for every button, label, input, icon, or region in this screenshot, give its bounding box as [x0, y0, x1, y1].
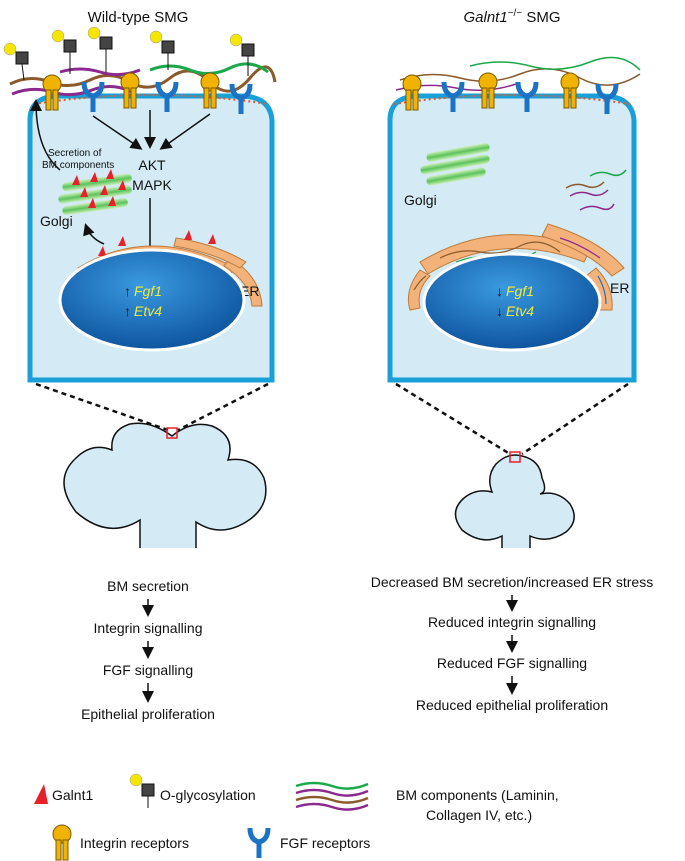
left-fgf-receptors [81, 81, 253, 114]
legend-bm-label-1: BM components (Laminin, [396, 787, 559, 803]
left-gene1-arrow: ↑ [124, 283, 131, 299]
left-gene2-arrow: ↑ [124, 303, 131, 319]
right-integrin-receptors [402, 72, 580, 111]
akt-label: AKT [138, 157, 166, 173]
secretion-label-2: BM components [42, 160, 114, 171]
left-gene1: Fgf1 [134, 283, 162, 299]
right-er-label: ER [610, 280, 629, 296]
right-gene1-arrow: ↓ [496, 283, 503, 299]
legend-o-glycosylation-icon [129, 773, 155, 808]
right-gene2-arrow: ↓ [496, 303, 503, 319]
left-golgi-galnt1 [72, 169, 126, 208]
right-flow-3: Reduced FGF signalling [437, 655, 587, 671]
right-golgi [420, 143, 490, 186]
right-flow-2: Reduced integrin signalling [428, 614, 596, 630]
mapk-label: MAPK [132, 177, 172, 193]
right-gene1: Fgf1 [506, 283, 534, 299]
left-integrin-receptors [42, 72, 220, 111]
left-er-galnt1 [98, 230, 216, 256]
legend-fgf-label: FGF receptors [280, 835, 370, 851]
left-o-glycosylation-marks [3, 26, 255, 81]
left-zoom-lines [35, 382, 269, 432]
right-vesicle-strands [565, 169, 627, 211]
legend-integrin-label: Integrin receptors [80, 835, 189, 851]
left-zoom-box [166, 427, 178, 439]
legend-integrin-icon [52, 824, 72, 861]
left-panel-title: Wild-type SMG [88, 9, 189, 26]
right-fgf-receptors [441, 81, 619, 114]
right-golgi-label: Golgi [404, 192, 437, 208]
right-gland-outline [454, 454, 575, 548]
left-flow-4: Epithelial proliferation [81, 706, 215, 722]
secretion-label-1: Secretion of [48, 148, 102, 159]
right-flow-1: Decreased BM secretion/increased ER stre… [371, 574, 653, 590]
right-zoom-lines [395, 382, 629, 456]
right-gene2: Etv4 [506, 303, 534, 319]
left-gene2: Etv4 [134, 303, 162, 319]
legend-galnt1-icon [34, 784, 48, 804]
left-golgi-label: Golgi [40, 213, 73, 229]
right-nucleus [422, 252, 602, 352]
right-zoom-box [509, 451, 521, 463]
legend-o-glycosylation-label: O-glycosylation [160, 787, 256, 803]
left-flow-2: Integrin signalling [94, 620, 203, 636]
right-er [407, 223, 625, 311]
legend-fgf-icon [247, 827, 271, 858]
left-gland-outline [63, 422, 267, 548]
left-flow-3: FGF signalling [103, 662, 193, 678]
legend-bm-icon [295, 781, 369, 811]
legend-bm-label-2: Collagen IV, etc.) [426, 807, 532, 823]
left-flow-1: BM secretion [107, 578, 189, 594]
right-flow-4: Reduced epithelial proliferation [416, 697, 608, 713]
legend-galnt1-label: Galnt1 [52, 787, 93, 803]
left-nucleus [58, 248, 246, 352]
right-panel-title: Galnt1−/− SMG [463, 8, 560, 26]
